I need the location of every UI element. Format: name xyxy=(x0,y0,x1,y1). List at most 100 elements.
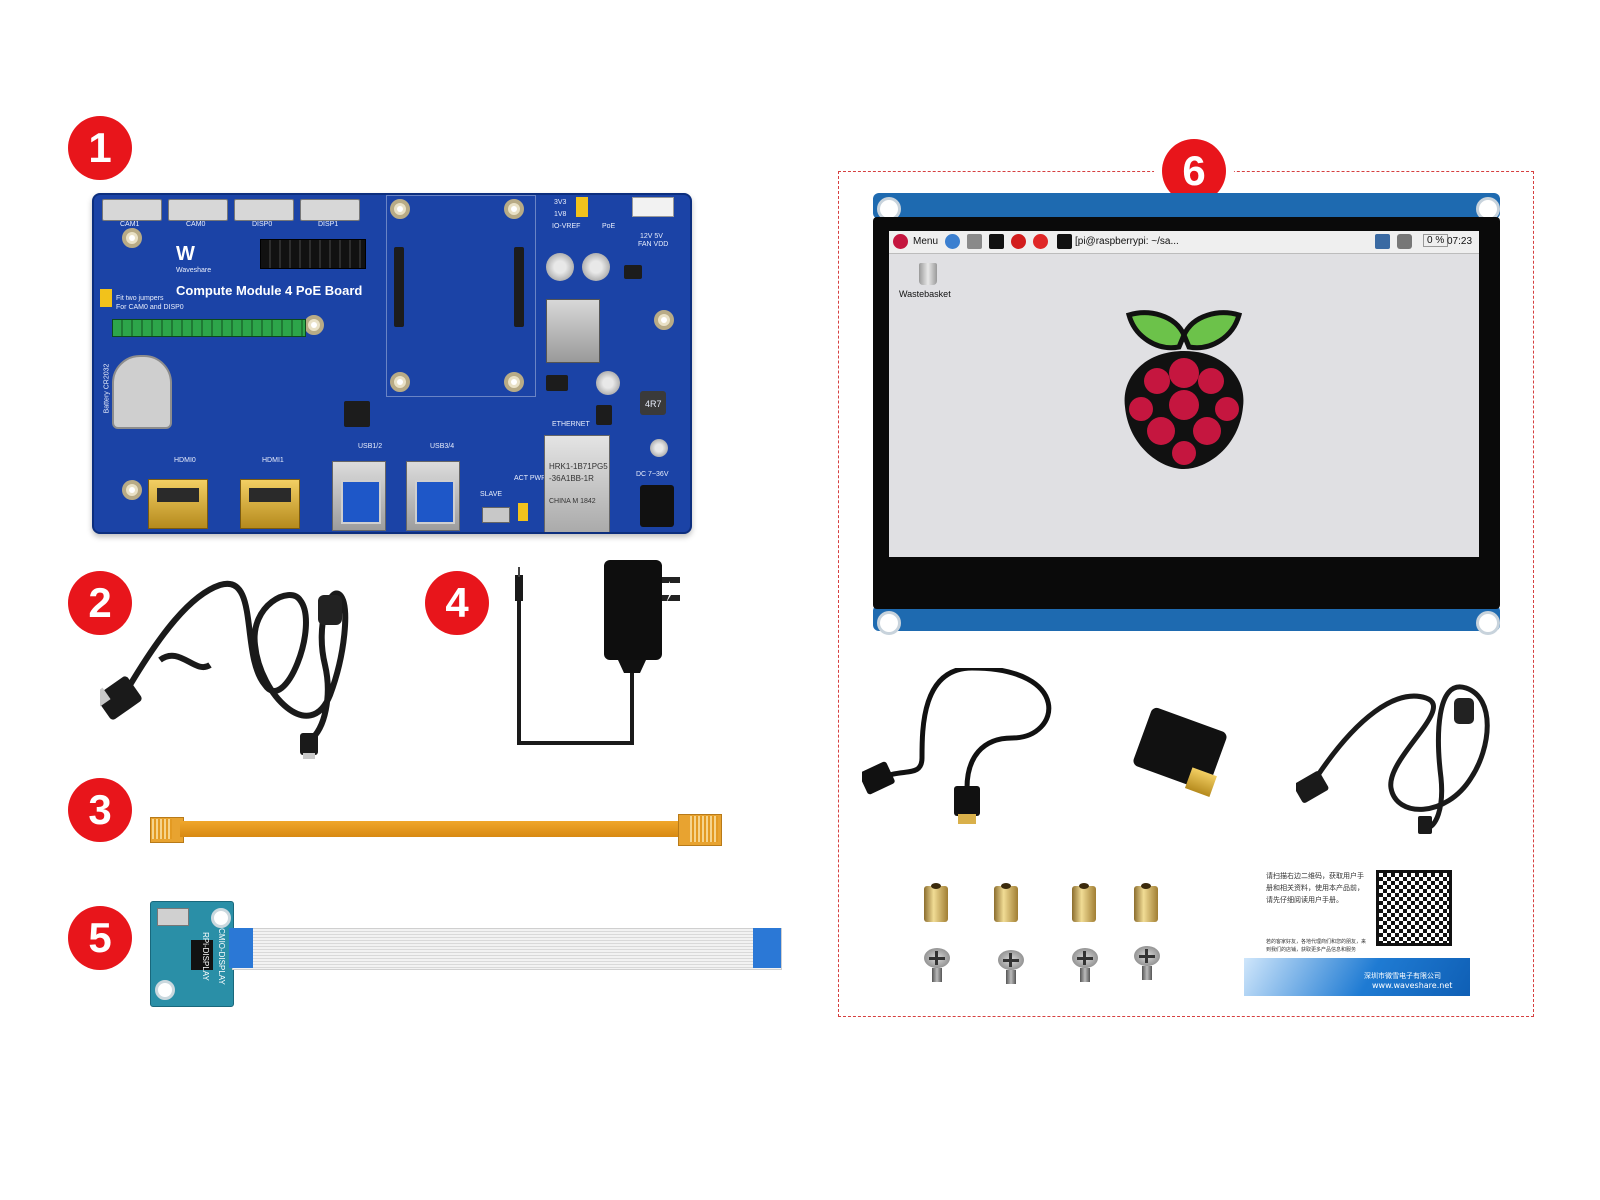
mounting-hole xyxy=(122,228,142,248)
lcd-display: Menu [pi@raspberrypi: ~/sa... 0 % 07:23 … xyxy=(873,193,1500,635)
volume-label: 0 % xyxy=(1423,234,1449,247)
usb34-label: USB3/4 xyxy=(430,443,455,450)
screw xyxy=(1134,946,1160,966)
capacitor xyxy=(650,439,668,457)
terminal-window-label[interactable]: [pi@raspberrypi: ~/sa... xyxy=(1075,236,1179,247)
inductor-label: 4R7 xyxy=(645,399,662,409)
badge-6: 6 xyxy=(1162,139,1226,203)
adapter-label-2: CMIO-DISPLAY xyxy=(216,928,226,985)
ic-chip xyxy=(344,401,370,427)
cm4-socket-frame xyxy=(386,195,536,397)
io-vref-jumper xyxy=(576,197,588,217)
raspberry-menu-icon[interactable] xyxy=(893,234,908,249)
cam0-connector xyxy=(168,199,228,221)
menu-label[interactable]: Menu xyxy=(913,236,939,247)
screw-shank xyxy=(932,968,942,982)
card-blue-footer xyxy=(1244,958,1470,996)
ic-chip xyxy=(546,375,568,391)
browser-icon[interactable] xyxy=(945,234,960,249)
slave-label: SLAVE xyxy=(480,491,503,498)
screw xyxy=(924,948,950,968)
mounting-hole xyxy=(504,372,524,392)
mounting-hole xyxy=(304,315,324,335)
disp0-label: DISP0 xyxy=(252,221,273,228)
usb34-port xyxy=(406,461,460,531)
fan-vdd-label: FAN VDD xyxy=(638,241,669,248)
hdmi-cable xyxy=(862,668,1052,824)
ic-chip xyxy=(624,265,642,279)
capacitor xyxy=(596,371,620,395)
brass-standoff xyxy=(1072,883,1096,922)
file-manager-icon[interactable] xyxy=(967,234,982,249)
mounting-hole xyxy=(390,199,410,219)
network-icon[interactable] xyxy=(1375,234,1390,249)
poe-label: PoE xyxy=(602,223,616,230)
mounting-hole xyxy=(654,310,674,330)
v18-label: 1V8 xyxy=(554,211,567,218)
poe-module xyxy=(546,299,600,363)
battery-label: Battery CR2032 xyxy=(103,363,111,414)
qr-code xyxy=(1376,870,1452,946)
card-text-1: 请扫描右边二维码，获取用户手册和相关资料，使用本产品前，请先仔细阅读用户手册。 xyxy=(1266,872,1364,904)
ethernet-label: ETHERNET xyxy=(552,421,590,428)
cm4-poe-board: CAM1 CAM0 DISP0 DISP1 W Waveshare Comput… xyxy=(92,193,692,534)
rj45-marking-2: -36A1BB-1R xyxy=(549,474,594,483)
volume-icon[interactable] xyxy=(1397,234,1412,249)
usb12-port xyxy=(332,461,386,531)
wolfram-icon[interactable] xyxy=(1033,234,1048,249)
capacitor xyxy=(582,253,610,281)
disp0-connector xyxy=(234,199,294,221)
fan-vdd-options: 12V 5V xyxy=(640,233,663,240)
jumper-note-1: Fit two jumpers xyxy=(116,295,164,302)
badge-1: 1 xyxy=(68,116,132,180)
usb12-label: USB1/2 xyxy=(358,443,383,450)
math-icon[interactable] xyxy=(1011,234,1026,249)
screw xyxy=(1072,948,1098,968)
cam0-label: CAM0 xyxy=(186,221,206,228)
badge-4: 4 xyxy=(425,571,489,635)
brass-standoff xyxy=(994,883,1018,922)
brass-standoff xyxy=(924,883,948,922)
terminal-icon[interactable] xyxy=(989,234,1004,249)
screw-shank xyxy=(1142,966,1152,980)
desktop-taskbar[interactable]: Menu [pi@raspberrypi: ~/sa... 0 % 07:23 xyxy=(889,231,1479,254)
board-connector-left xyxy=(394,247,404,327)
rj45-marking-1: HRK1-1B71PG5 xyxy=(549,462,608,471)
waveshare-logo: W xyxy=(176,243,195,265)
mounting-hole xyxy=(122,480,142,500)
io-vref-label: IO-VREF xyxy=(552,223,581,230)
adapter-label-1: RPi-DISPLAY xyxy=(200,932,210,981)
ffc-ribbon-cable xyxy=(229,928,782,970)
ic-chip xyxy=(596,405,612,425)
board-connector-right xyxy=(514,247,524,327)
usb-cable-small xyxy=(1296,684,1490,834)
brass-standoff xyxy=(1134,883,1158,922)
act-pwr-label: ACT PWR xyxy=(514,475,547,482)
micro-usb-slave-port xyxy=(482,507,510,523)
clock-label: 07:23 xyxy=(1447,236,1473,247)
gpio-header xyxy=(260,239,366,269)
cam1-connector xyxy=(102,199,162,221)
display-adapter-board: RPi-DISPLAY CMIO-DISPLAY xyxy=(150,901,234,1007)
usb-cable xyxy=(100,580,349,759)
lcd-screen: Menu [pi@raspberrypi: ~/sa... 0 % 07:23 … xyxy=(889,231,1479,557)
card-footer-url: www.waveshare.net xyxy=(1372,981,1453,990)
cam1-label: CAM1 xyxy=(120,221,140,228)
hdmi0-port xyxy=(148,479,208,529)
badge-2: 2 xyxy=(68,571,132,635)
hdmi1-label: HDMI1 xyxy=(262,457,284,464)
hdmi1-port xyxy=(240,479,300,529)
board-title: Compute Module 4 PoE Board xyxy=(176,283,363,298)
jumper-block xyxy=(100,289,112,307)
screw xyxy=(998,950,1024,970)
brand-label: Waveshare xyxy=(176,267,212,274)
wastebasket-icon[interactable] xyxy=(919,263,937,285)
battery-holder xyxy=(112,355,172,429)
mounting-hole xyxy=(390,372,410,392)
v33-label: 3V3 xyxy=(554,199,567,206)
terminal-window-icon[interactable] xyxy=(1057,234,1072,249)
hdmi0-label: HDMI0 xyxy=(174,457,196,464)
pin-terminal-strip xyxy=(112,319,306,337)
wastebasket-label[interactable]: Wastebasket xyxy=(899,289,951,299)
jumper-note-2: For CAM0 and DISP0 xyxy=(116,304,184,311)
